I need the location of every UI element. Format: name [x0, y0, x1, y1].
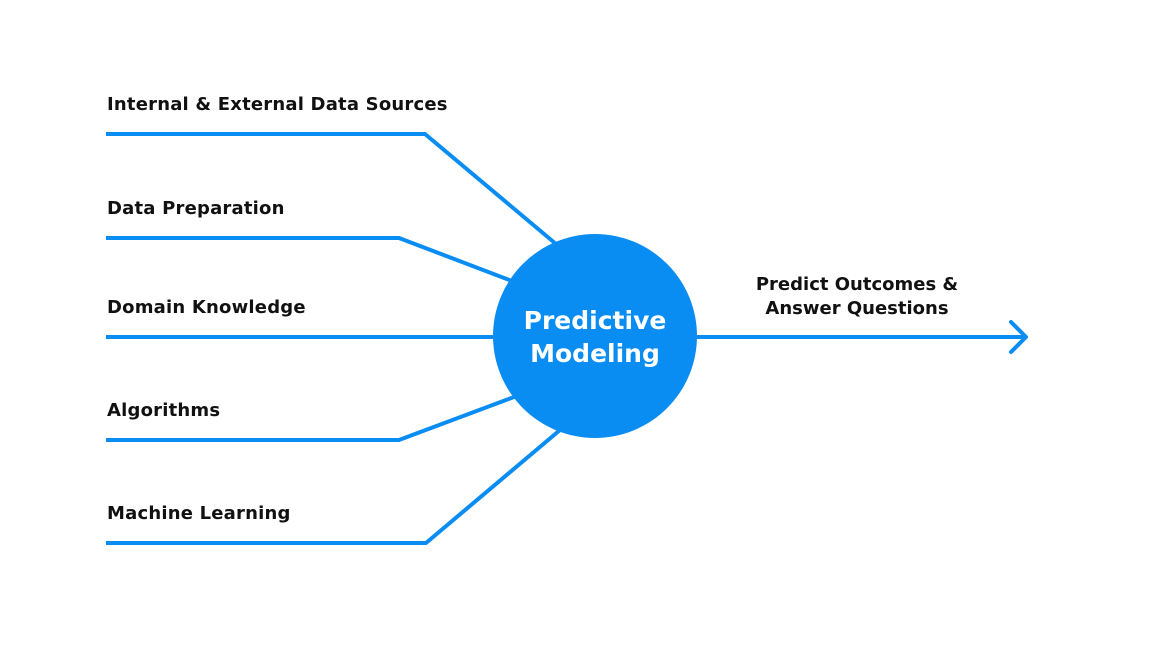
- output-label: Predict Outcomes & Answer Questions: [732, 273, 982, 321]
- output-label-line-2: Answer Questions: [765, 298, 949, 319]
- hub-label-line-2: Modeling: [530, 339, 660, 368]
- output-arrow-head: [1009, 320, 1028, 354]
- input-label-data-sources: Internal & External Data Sources: [107, 94, 448, 115]
- input-label-data-preparation: Data Preparation: [107, 198, 285, 219]
- hub-label-line-1: Predictive: [523, 306, 667, 335]
- input-label-domain-knowledge: Domain Knowledge: [107, 297, 306, 318]
- input-label-machine-learning: Machine Learning: [107, 503, 291, 524]
- connector-input-5: [106, 428, 562, 545]
- connector-input-4: [106, 395, 515, 442]
- hub-label: Predictive Modeling: [495, 304, 695, 370]
- predictive-modeling-hub: [493, 234, 697, 438]
- connector-input-1: [106, 132, 558, 246]
- output-label-line-1: Predict Outcomes &: [755, 274, 959, 295]
- connector-input-2: [106, 236, 513, 283]
- input-label-algorithms: Algorithms: [107, 400, 221, 421]
